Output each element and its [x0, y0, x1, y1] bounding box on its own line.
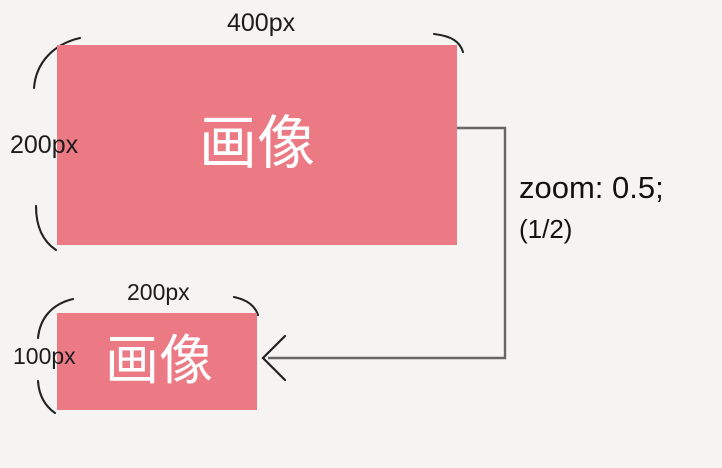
bracket-corner-top-right-large — [432, 32, 465, 54]
bracket-corner-top-left-small — [36, 297, 75, 340]
source-height-label: 200px — [10, 131, 79, 159]
bracket-group-large — [32, 32, 465, 252]
bracket-corner-bottom-left-small — [36, 379, 57, 415]
bracket-corner-top-right-small — [232, 295, 260, 317]
result-image-box: 画像 — [57, 313, 257, 410]
source-width-label: 400px — [227, 9, 296, 37]
result-width-label: 200px — [127, 279, 190, 305]
zoom-fraction-text: (1/2) — [519, 214, 573, 244]
source-image-label: 画像 — [198, 111, 315, 176]
zoom-annotation: zoom: 0.5; (1/2) — [519, 172, 664, 242]
bracket-corner-top-left-large — [32, 36, 82, 90]
result-image-label: 画像 — [105, 330, 213, 391]
bracket-group-small — [36, 295, 260, 415]
connector-arrowhead — [261, 334, 287, 382]
bracket-corner-bottom-left-large — [34, 204, 58, 252]
connector-path — [268, 126, 507, 360]
result-height-label: 100px — [13, 343, 76, 369]
source-image-box: 画像 — [57, 45, 457, 245]
zoom-property-text: zoom: 0.5; — [519, 170, 664, 205]
connector-line — [268, 126, 507, 360]
